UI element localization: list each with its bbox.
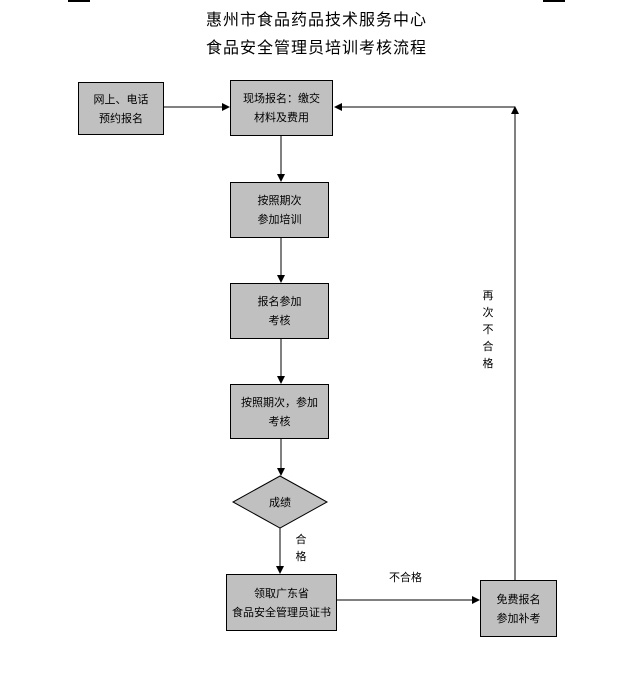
node-register-exam: 报名参加考核 xyxy=(230,283,329,339)
node-free-retake: 免费报名参加补考 xyxy=(480,580,557,637)
node-get-certificate: 领取广东省食品安全管理员证书 xyxy=(226,574,337,631)
node-online-register: 网上、电话预约报名 xyxy=(78,82,164,135)
node-onsite-register: 现场报名：缴交材料及费用 xyxy=(230,80,333,136)
node-attend-training: 按照期次参加培训 xyxy=(230,182,329,238)
edge-label-fail: 不合格 xyxy=(389,571,422,584)
page-subtitle: 食品安全管理员培训考核流程 xyxy=(205,38,427,57)
edge-label-pass: 合格 xyxy=(295,533,307,563)
node-result-label: 成绩 xyxy=(269,496,291,509)
node-take-exam: 按照期次，参加考核 xyxy=(230,384,329,439)
top-edge-mark-right xyxy=(543,0,565,2)
top-edge-mark-left xyxy=(68,0,90,2)
edge-label-fail-again: 再次不合格 xyxy=(482,289,494,370)
page-title: 惠州市食品药品技术服务中心 xyxy=(205,10,427,29)
